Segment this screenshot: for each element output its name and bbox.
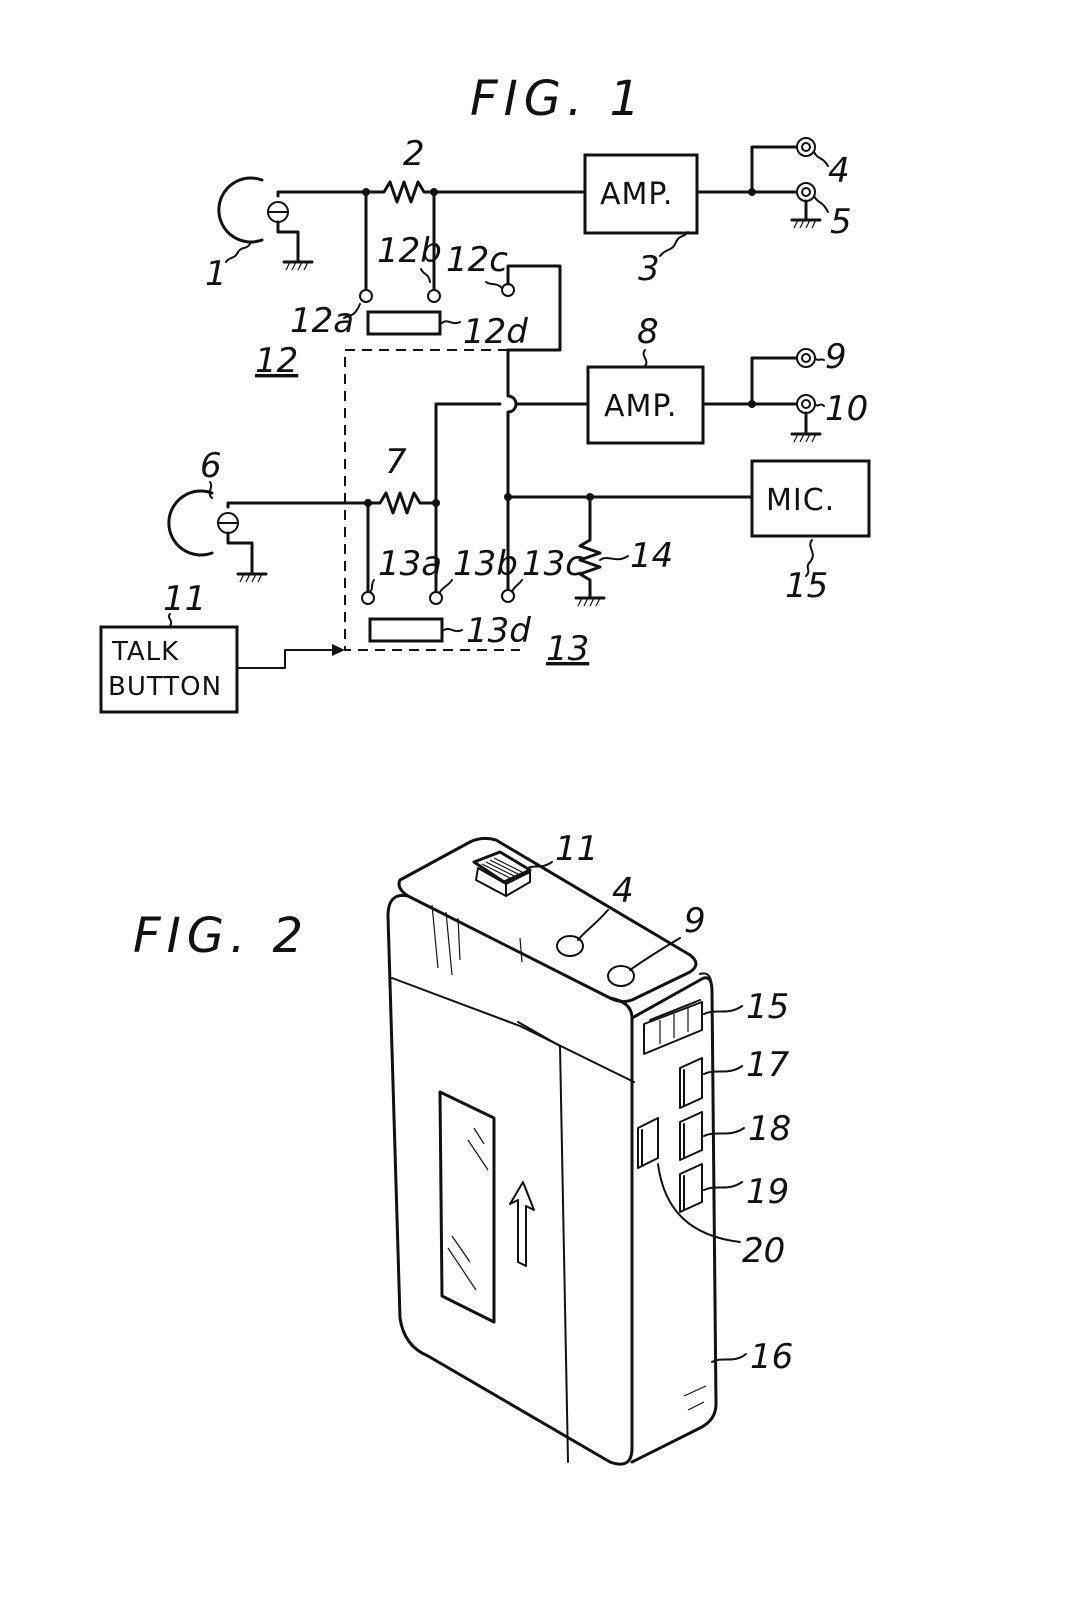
jack-9: [607, 965, 635, 987]
output-jacks-9-10: [790, 348, 822, 443]
fig2-ref-16: 16: [750, 1337, 793, 1377]
side-microphone-15: [643, 999, 703, 1055]
ref-9: 9: [825, 337, 847, 377]
figure-1: FIG. 1 AMP.: [99, 71, 871, 714]
switch-12: [359, 264, 562, 352]
ref-12b: 12b: [377, 231, 442, 271]
button-18: [679, 1111, 703, 1161]
amplifier-8: AMP.: [586, 365, 705, 445]
microphone-15-label: MIC.: [766, 483, 835, 518]
headphone-jack-1: [217, 176, 372, 271]
ref-10: 10: [825, 389, 868, 429]
ref-13c: 13c: [522, 544, 584, 584]
fig2-ref-11: 11: [555, 829, 598, 869]
talk-button-11: TALK BUTTON: [99, 625, 239, 714]
fig2-ref-18: 18: [748, 1109, 791, 1149]
ref-8: 8: [637, 312, 659, 352]
amplifier-3-label: AMP.: [600, 177, 673, 212]
figure-2-title: FIG. 2: [133, 908, 309, 964]
resistor-7: [366, 491, 438, 515]
resistor-2: [368, 180, 592, 204]
cassette-window: [438, 1090, 496, 1324]
device-front-face: [386, 893, 634, 1466]
button-20: [637, 1117, 659, 1169]
direction-arrow: [509, 1181, 535, 1267]
ref-12: 12: [255, 341, 298, 381]
output-jacks-4-5: [790, 137, 822, 229]
ref-13b: 13b: [453, 544, 518, 584]
top-talk-button-11: [472, 850, 532, 897]
figure-2-reference-numerals: 11 4 9 15 17 18 19 20 16: [527, 829, 793, 1377]
fig2-ref-4: 4: [612, 871, 634, 911]
ref-13: 13: [546, 629, 589, 669]
figure-1-reference-numerals: 2 3 4 5 1 12b 12c 12a 12d 12 8 9 10 6: [163, 134, 868, 669]
ref-1: 1: [205, 254, 227, 294]
ref-14: 14: [630, 536, 673, 576]
device-16: [386, 836, 718, 1466]
ref-4: 4: [828, 151, 850, 191]
front-panel-divider: [391, 977, 635, 1083]
amplifier-8-label: AMP.: [604, 389, 677, 424]
mechanical-linkage: [344, 349, 520, 651]
figure-2: FIG. 2: [133, 829, 793, 1466]
ref-15: 15: [785, 566, 828, 606]
ref-7: 7: [385, 442, 407, 482]
ref-13d: 13d: [466, 611, 531, 651]
jack-4: [556, 935, 584, 957]
button-17: [679, 1057, 703, 1109]
resistor-14: [578, 495, 602, 600]
talk-button-label-line1: TALK: [111, 637, 179, 667]
fig2-ref-15: 15: [746, 987, 789, 1027]
fig2-ref-20: 20: [742, 1231, 785, 1271]
figure-1-title: FIG. 1: [470, 71, 646, 127]
talk-button-label-line2: BUTTON: [108, 672, 222, 702]
ref-12a: 12a: [290, 301, 354, 341]
ref-5: 5: [830, 202, 852, 242]
arrow-head: [332, 644, 345, 656]
button-19: [679, 1163, 703, 1213]
ref-13a: 13a: [378, 544, 442, 584]
ref-3: 3: [638, 249, 660, 289]
ref-2: 2: [403, 134, 425, 174]
ref-6: 6: [200, 446, 222, 486]
ref-12c: 12c: [446, 240, 508, 280]
device-side-face: [630, 976, 718, 1464]
cassette-door-edge: [517, 1021, 569, 1463]
microphone-15: MIC.: [750, 459, 871, 538]
amplifier-3: AMP.: [583, 153, 699, 235]
fig2-ref-9: 9: [684, 901, 706, 941]
fig2-ref-19: 19: [746, 1172, 789, 1212]
ref-12d: 12d: [463, 312, 528, 352]
ref-11: 11: [163, 579, 206, 619]
switch-13: [361, 589, 515, 643]
device-top-face: [397, 836, 698, 1004]
fig2-ref-17: 17: [746, 1045, 790, 1085]
headphone-jack-6: [167, 489, 370, 583]
